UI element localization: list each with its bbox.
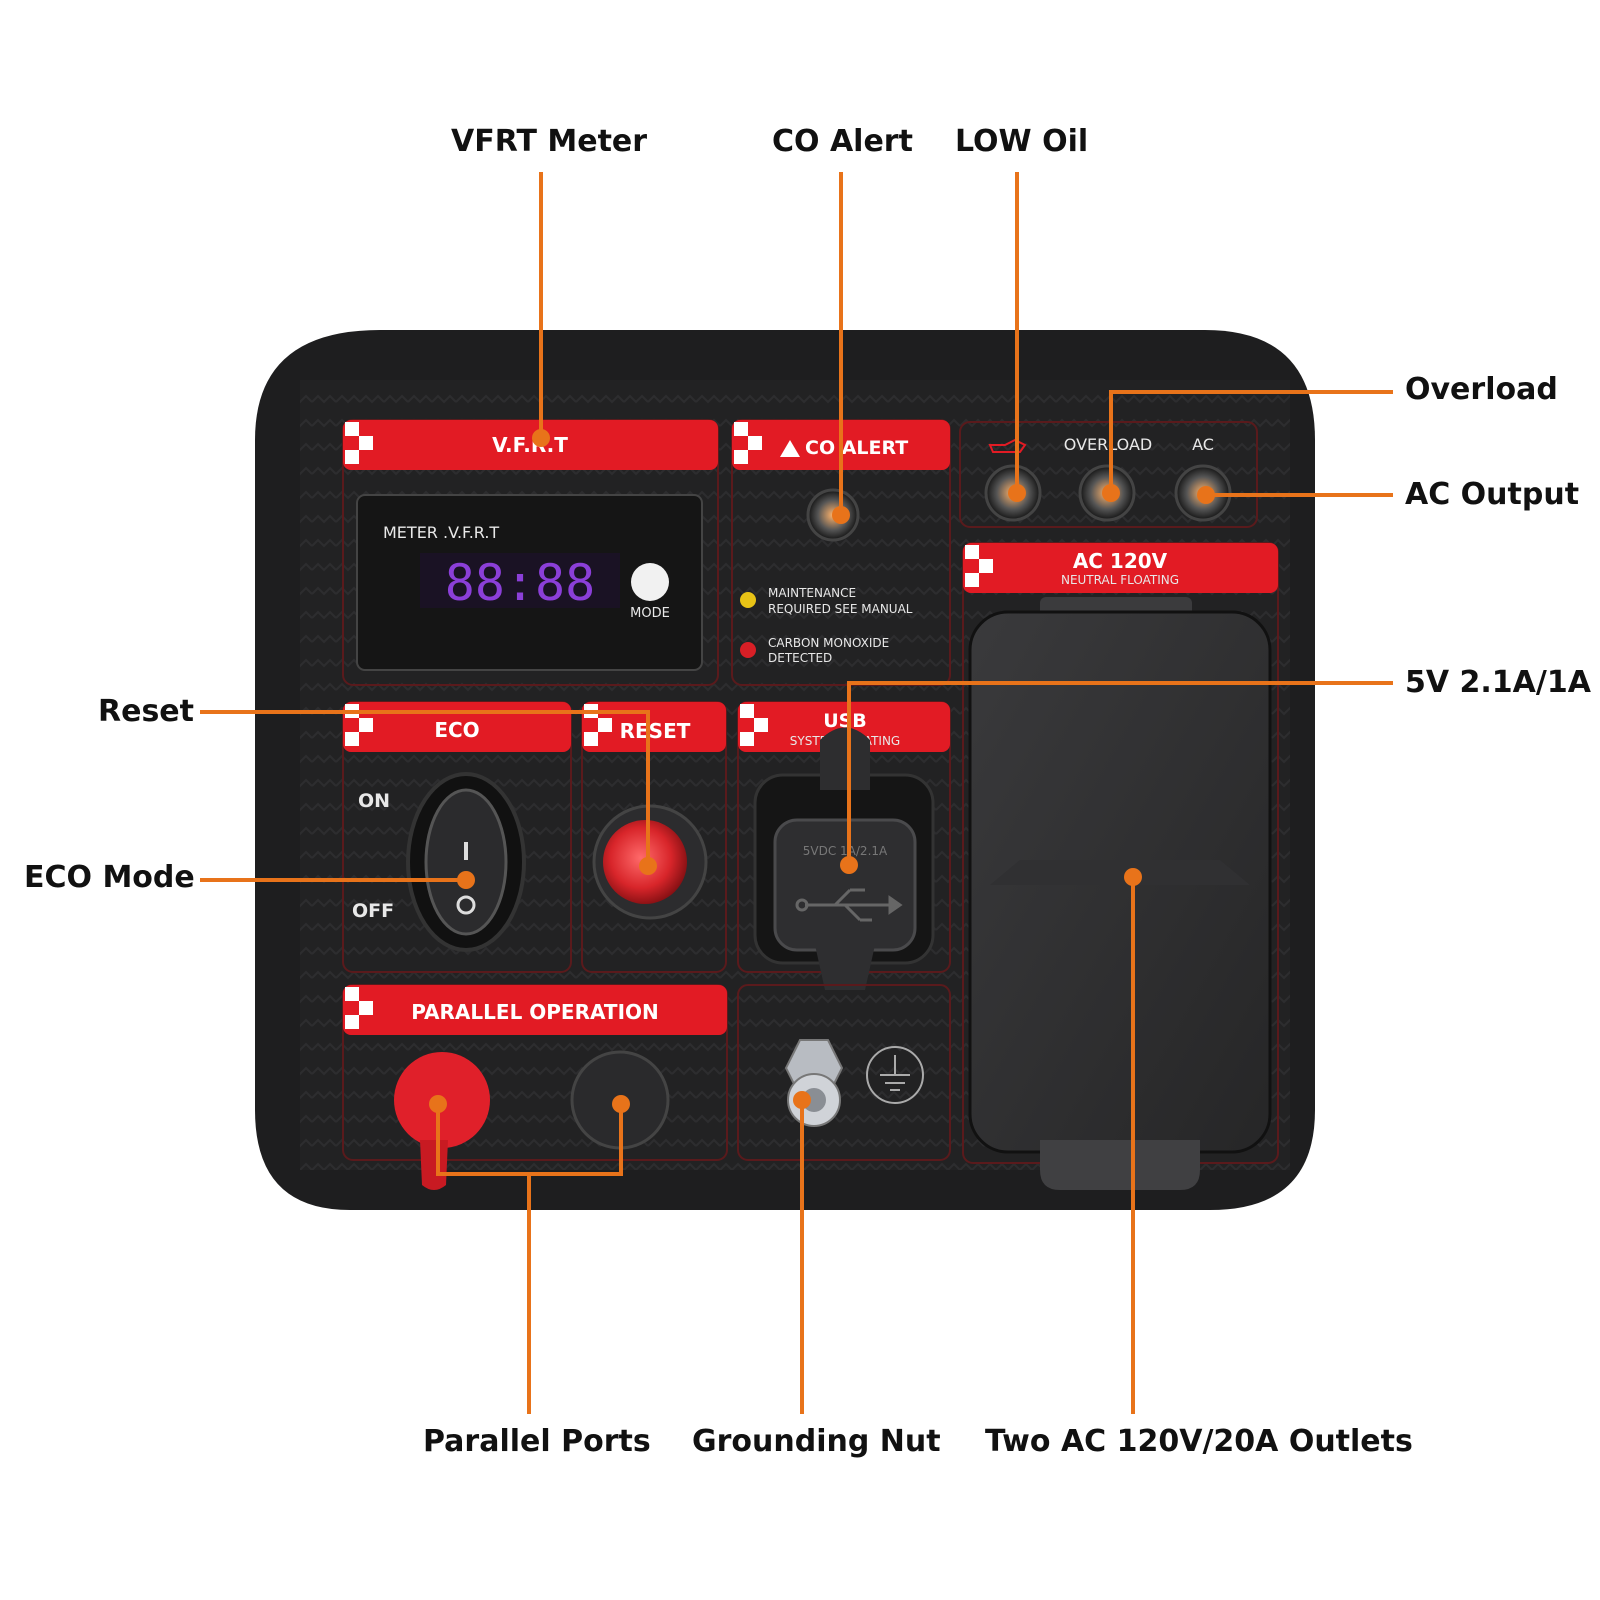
eco-header: ECO: [434, 718, 479, 742]
co-line1: CARBON MONOXIDE: [768, 636, 889, 650]
checker-flag-icon: [345, 422, 373, 464]
usb-spec-label: 5VDC 1A/2.1A: [803, 844, 888, 858]
maint-line2: REQUIRED SEE MANUAL: [768, 602, 913, 616]
parallel-header: PARALLEL OPERATION: [411, 1000, 659, 1024]
ground-symbol-icon: [866, 1046, 924, 1104]
co-detected-dot: [740, 642, 756, 658]
ac-label: AC: [1192, 435, 1214, 454]
callout-eco-mode: ECO Mode: [24, 860, 195, 895]
callout-co-alert: CO Alert: [772, 124, 913, 159]
ac-output-light: [1174, 464, 1232, 522]
reset-header: RESET: [620, 719, 691, 743]
vfrt-section: V.F.R.T METER .V.F.R.T 88:88 MODE: [342, 419, 719, 686]
eco-on-label: ON: [358, 790, 390, 812]
maintenance-dot: [740, 592, 756, 608]
callout-parallel-ports: Parallel Ports: [423, 1424, 651, 1459]
callout-grounding-nut: Grounding Nut: [692, 1424, 941, 1459]
parallel-port-red[interactable]: [394, 1052, 490, 1148]
usb-cover-strap[interactable]: [820, 727, 870, 791]
parallel-port-black[interactable]: [570, 1050, 670, 1150]
callout-low-oil: LOW Oil: [955, 124, 1089, 159]
outlet-cover-tab[interactable]: [1040, 1140, 1200, 1190]
callout-overload: Overload: [1405, 372, 1558, 407]
usb-port-cover[interactable]: [773, 818, 917, 952]
co-header: CO ALERT: [805, 437, 908, 459]
ac120-sub: NEUTRAL FLOATING: [1061, 573, 1179, 587]
overload-label: OVERLOAD: [1064, 435, 1152, 454]
callout-usb-spec: 5V 2.1A/1A: [1405, 665, 1591, 700]
meter-caption: METER .V.F.R.T: [383, 523, 499, 542]
callout-reset: Reset: [98, 694, 194, 729]
eco-off-label: OFF: [352, 900, 394, 922]
usb-icon: [795, 888, 903, 922]
oil-can-icon: [988, 438, 1027, 453]
callout-ac-outlets: Two AC 120V/20A Outlets: [985, 1424, 1413, 1459]
maint-line1: MAINTENANCE: [768, 586, 856, 600]
ac120-header: AC 120V: [1073, 549, 1168, 573]
meter-digits: 88:88: [445, 554, 596, 612]
ac120-section: AC 120V NEUTRAL FLOATING: [962, 542, 1279, 1190]
low-oil-light: [984, 464, 1042, 522]
callout-vfrt-meter: VFRT Meter: [451, 124, 648, 159]
co-indicator-light: [806, 488, 860, 542]
overload-light: [1078, 464, 1136, 522]
mode-label: MODE: [630, 606, 670, 621]
co-line2: DETECTED: [768, 651, 832, 665]
reset-button[interactable]: [603, 820, 687, 904]
warning-icon: [780, 440, 800, 457]
mode-button[interactable]: [631, 563, 669, 601]
vfrt-header: V.F.R.T: [492, 433, 568, 457]
callout-ac-output: AC Output: [1405, 477, 1580, 512]
usb-section: USB SYSTEM FLOATING 5VDC 1A/2.1A: [737, 701, 951, 990]
